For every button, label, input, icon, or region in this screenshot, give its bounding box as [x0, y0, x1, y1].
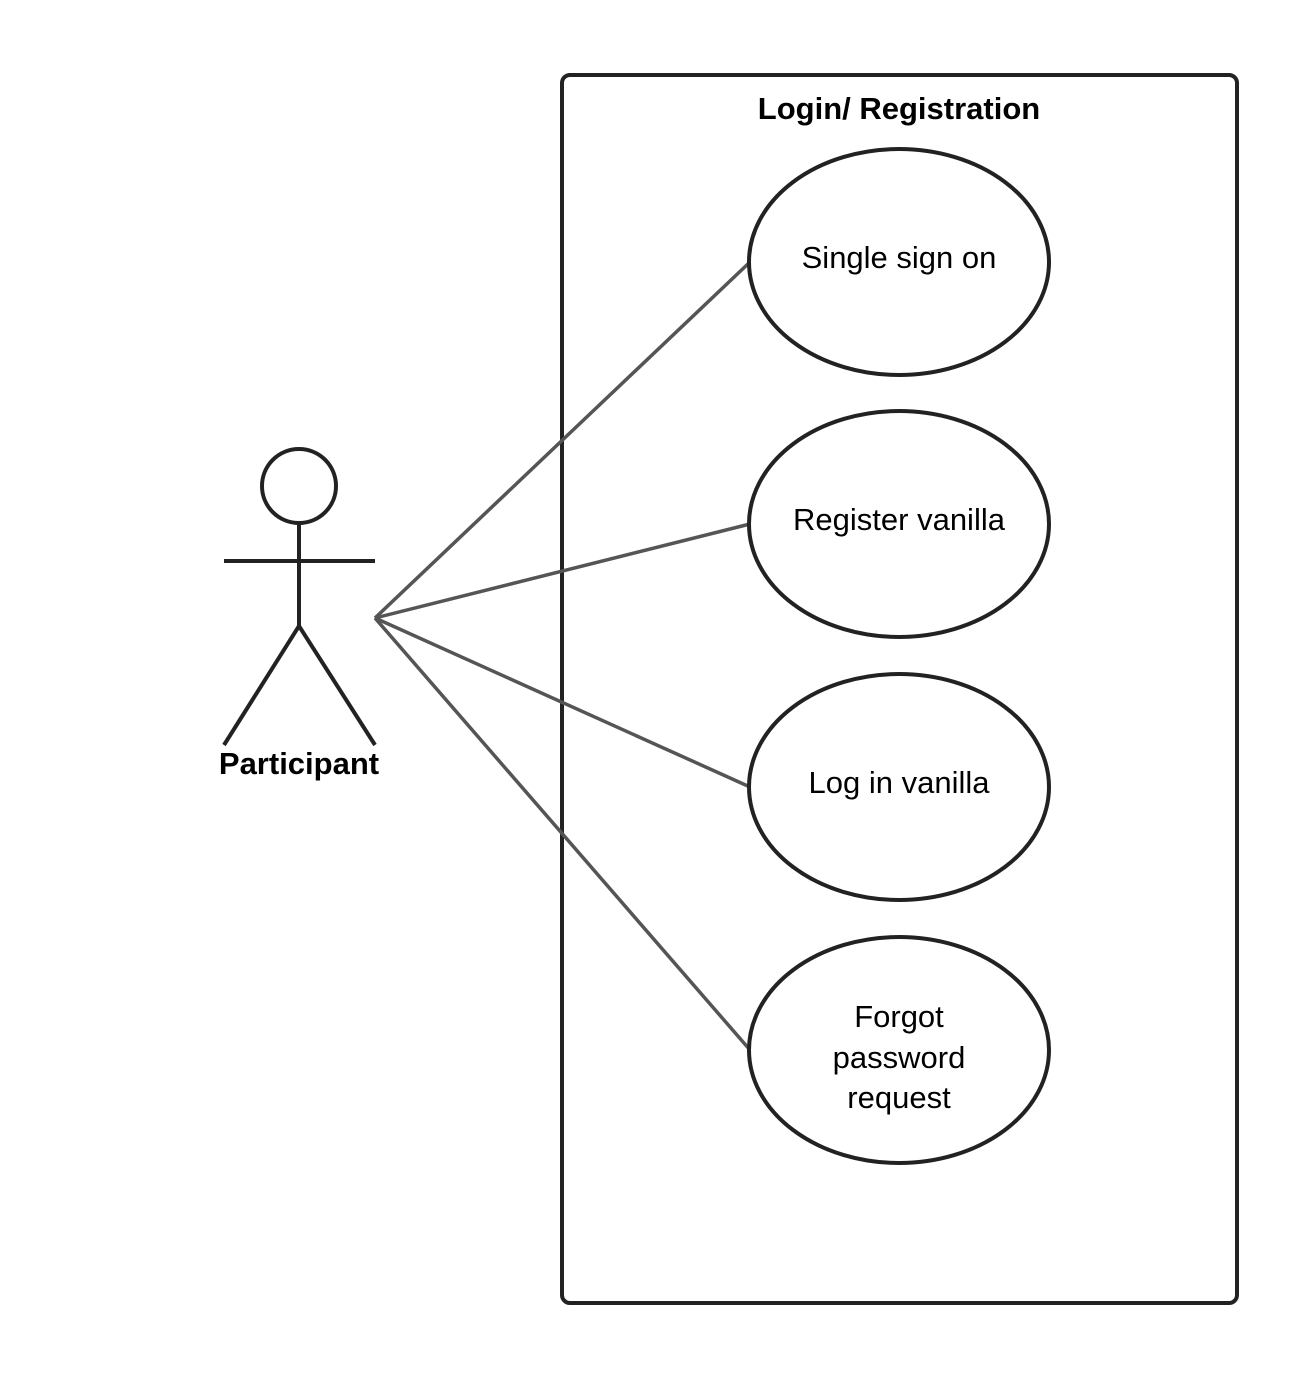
actor-left-leg — [222, 624, 301, 747]
use-case-log-in-vanilla: Log in vanilla — [747, 672, 1051, 902]
use-case-label: Single sign on — [802, 240, 997, 275]
system-boundary — [560, 73, 1239, 1305]
use-case-register-vanilla: Register vanilla — [747, 409, 1051, 639]
use-case-label-line-2: password — [833, 1040, 966, 1075]
use-case-ellipse — [747, 935, 1051, 1165]
actor-head — [260, 447, 338, 525]
use-case-label-line-3: request — [847, 1080, 951, 1115]
associations — [373, 260, 752, 1052]
actor-stick-figure — [222, 447, 377, 747]
actor-label: Participant — [219, 746, 379, 781]
association-line-log-in-vanilla — [374, 616, 751, 789]
use-case-forgot-password-request: Forgot password request — [747, 935, 1051, 1165]
actor-right-leg — [297, 624, 377, 747]
system-title: Login/ Registration — [758, 91, 1040, 126]
association-line-forgot-password — [373, 616, 752, 1052]
use-case-ellipse — [747, 147, 1051, 377]
association-line-single-sign-on — [373, 260, 752, 620]
use-case-label: Register vanilla — [793, 502, 1006, 537]
use-case-ellipse — [747, 672, 1051, 902]
use-case-label-line-1: Forgot — [854, 999, 944, 1034]
use-case-label: Log in vanilla — [809, 765, 991, 800]
use-case-single-sign-on: Single sign on — [747, 147, 1051, 377]
association-line-register-vanilla — [374, 522, 751, 620]
use-case-ellipse — [747, 409, 1051, 639]
